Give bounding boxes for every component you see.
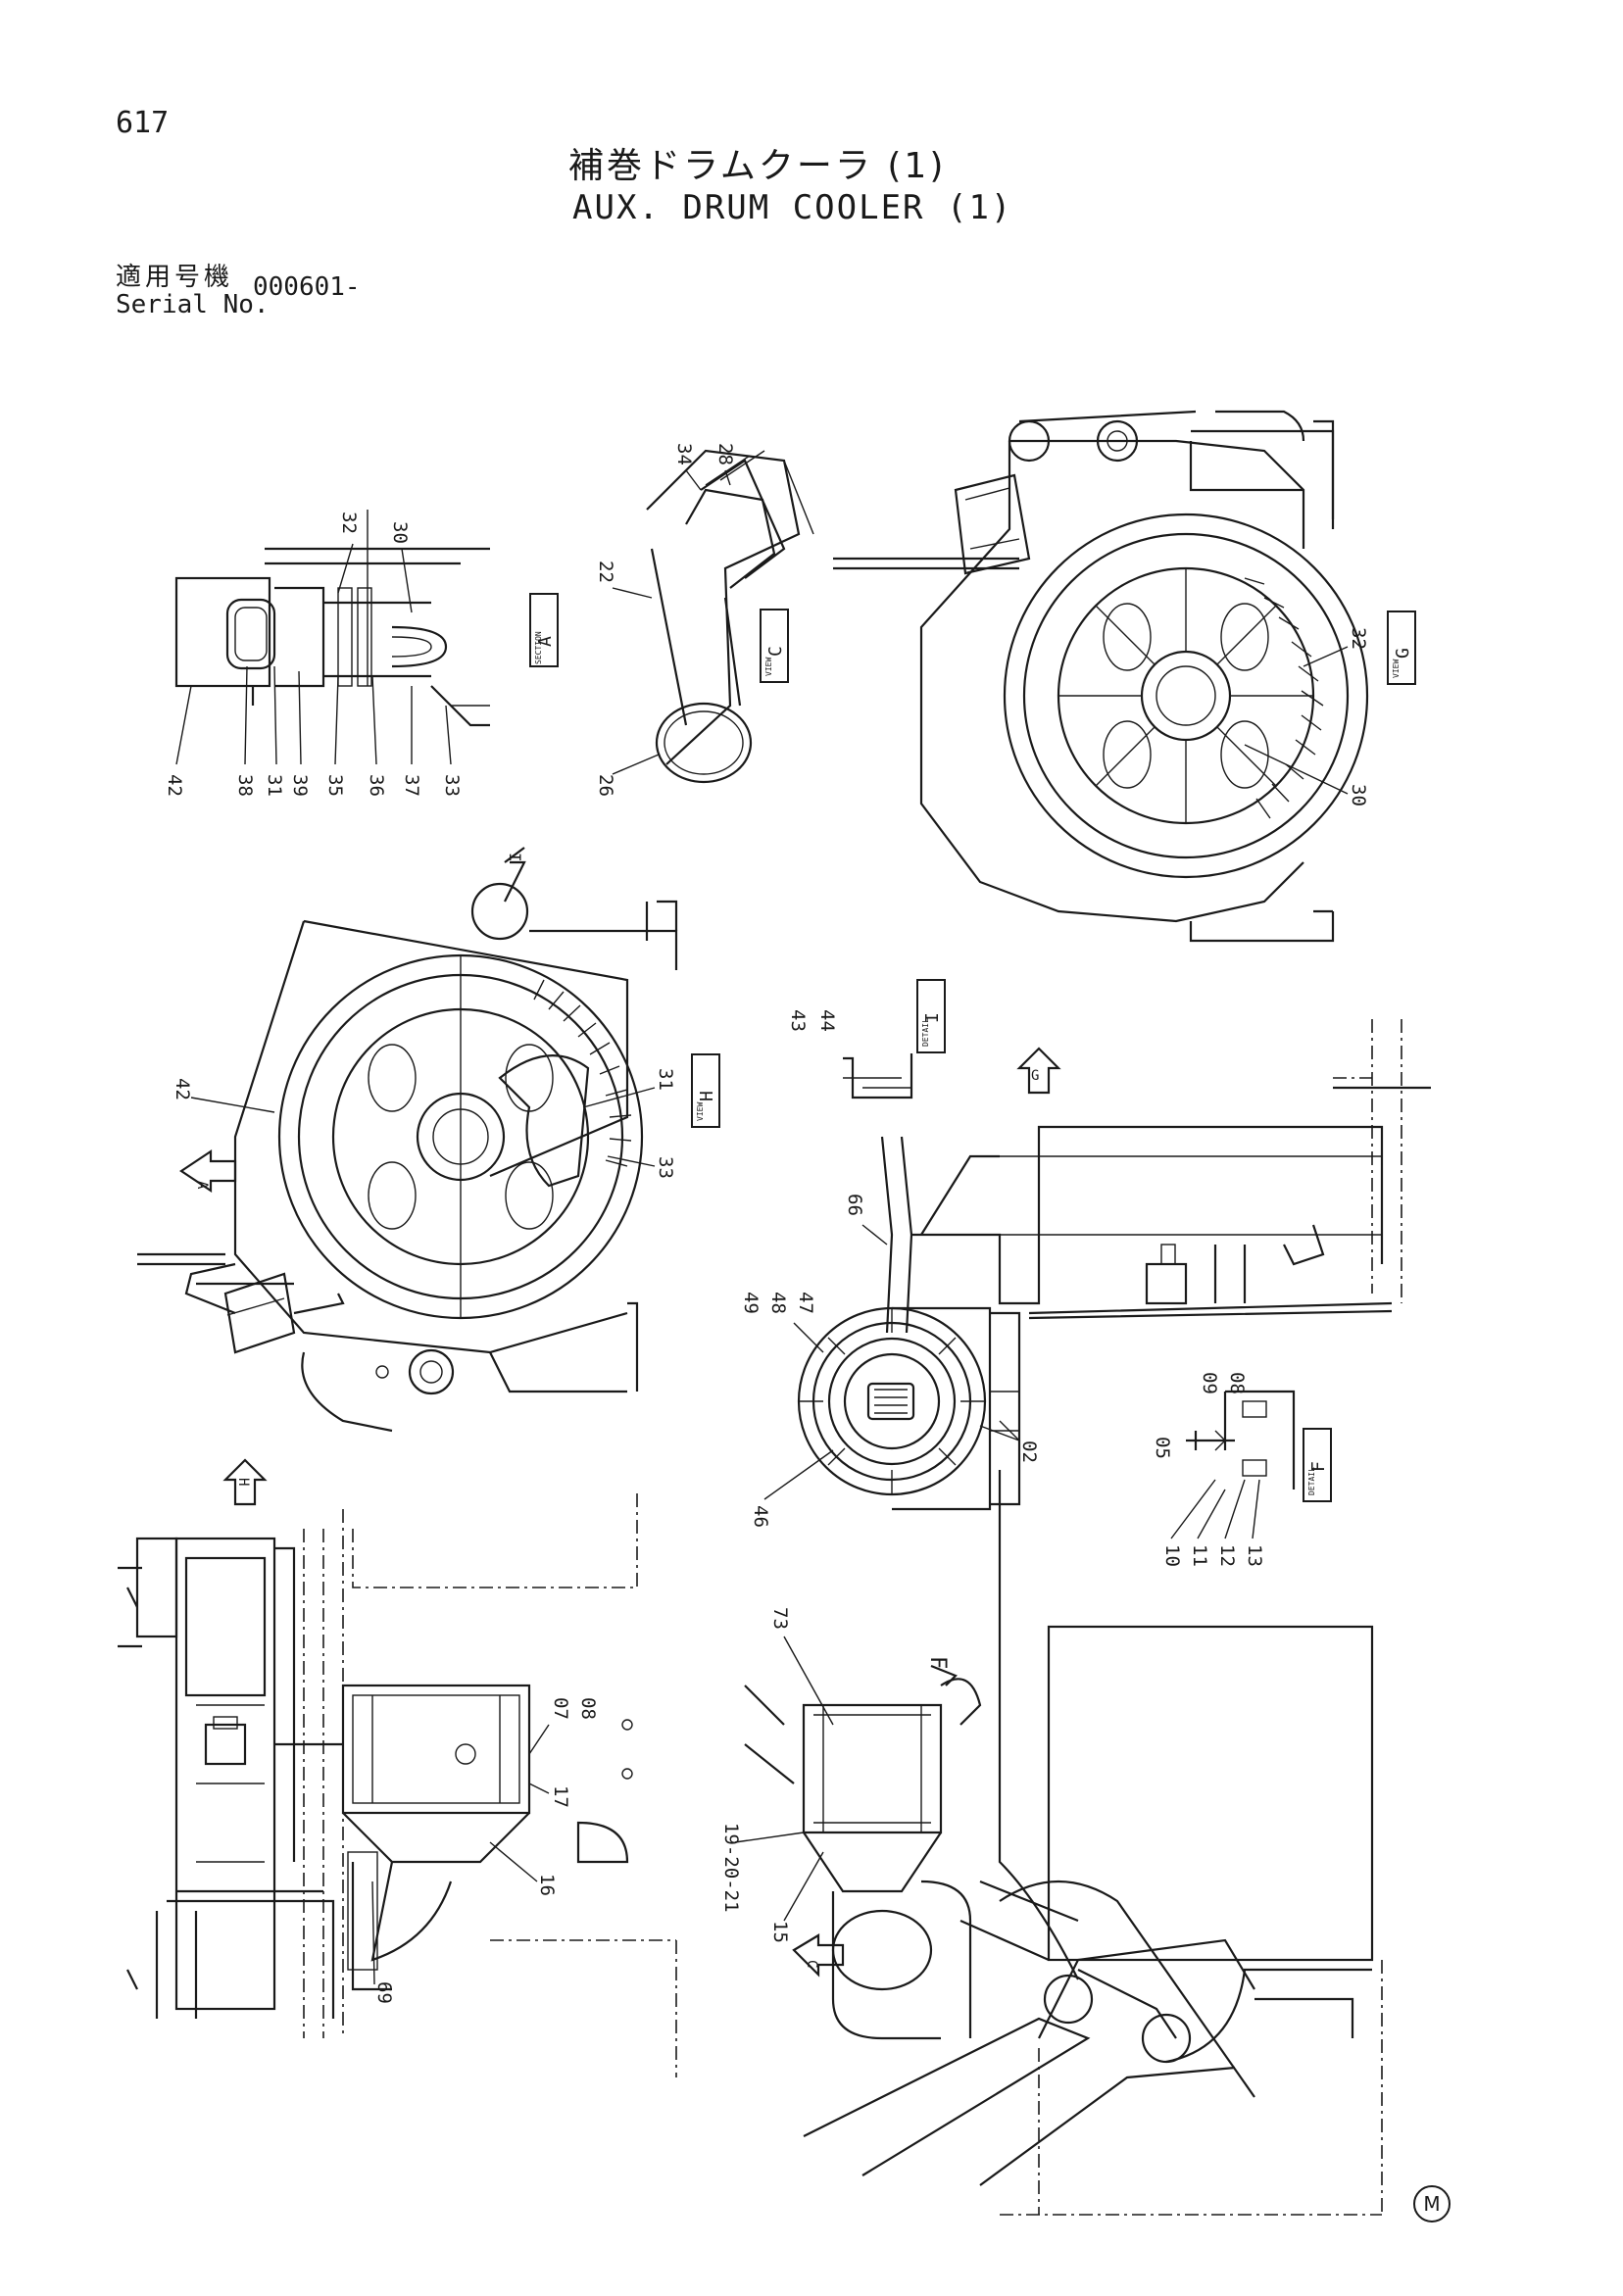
callout-42: 42 xyxy=(172,1078,193,1100)
section-a-callouts: 30 32 42 38 31 39 35 36 37 33 xyxy=(164,512,463,797)
callout-44: 44 xyxy=(816,1009,838,1032)
view-arrow-f: F xyxy=(925,1656,958,1686)
svg-text:C: C xyxy=(804,1960,819,1968)
view-h-label: VIEW xyxy=(696,1102,705,1121)
section-a-letter: A xyxy=(535,636,556,647)
callout-46: 46 xyxy=(750,1505,771,1528)
callout-02: 02 xyxy=(1018,1441,1040,1463)
callout-49: 49 xyxy=(740,1292,762,1314)
callout-13: 13 xyxy=(1244,1544,1265,1567)
callout-31: 31 xyxy=(264,774,285,797)
detail-i-drawing: 43 44 xyxy=(787,1009,913,1099)
view-arrow-a: A xyxy=(179,1148,237,1194)
view-arrow-i: I xyxy=(504,847,525,863)
serial-number-value: 000601- xyxy=(253,272,361,302)
detail-f-drawing xyxy=(1186,1390,1296,1490)
callout-19-20-21: 19-20-21 xyxy=(720,1823,742,1913)
callout-33: 33 xyxy=(655,1156,676,1179)
callout-22: 22 xyxy=(595,561,616,583)
callout-66: 66 xyxy=(844,1194,865,1216)
title-english: AUX. DRUM COOLER (1) xyxy=(572,188,1013,227)
callout-30: 30 xyxy=(1348,784,1369,806)
callout-28: 28 xyxy=(714,443,736,465)
callout-17: 17 xyxy=(550,1785,571,1808)
callout-32: 32 xyxy=(338,512,360,534)
page-number: 617 xyxy=(116,106,170,140)
view-h-letter: H xyxy=(697,1091,717,1101)
callout-07: 07 xyxy=(550,1697,571,1720)
svg-text:G: G xyxy=(1031,1068,1039,1084)
title-japanese: 補巻ドラムクーラ (1) xyxy=(568,146,947,186)
view-g-callouts: 32 30 xyxy=(1244,627,1369,806)
view-arrow-c: C xyxy=(792,1933,845,1978)
callout-30: 30 xyxy=(389,521,411,544)
view-arrow-g: G xyxy=(1016,1047,1061,1095)
bottom-left-assembly xyxy=(118,1490,677,2077)
callout-32: 32 xyxy=(1348,627,1369,650)
callout-69: 69 xyxy=(373,1981,395,2004)
view-h-callouts: 42 31 33 xyxy=(172,1068,676,1179)
detail-f-callouts: 09 08 05 10 11 12 13 xyxy=(1152,1372,1265,1567)
detail-i-label: DETAIL xyxy=(921,1018,930,1047)
middle-right-assembly xyxy=(797,1019,1431,1511)
section-a-tag: A SECTION xyxy=(529,593,559,667)
callout-35: 35 xyxy=(324,774,346,797)
callout-26: 26 xyxy=(595,774,616,797)
callout-31: 31 xyxy=(655,1068,676,1091)
callout-33: 33 xyxy=(441,774,463,797)
detail-i-letter: I xyxy=(922,1012,943,1023)
callout-10: 10 xyxy=(1161,1544,1183,1567)
view-c-tag: C VIEW xyxy=(760,609,789,683)
svg-text:H: H xyxy=(235,1478,251,1486)
svg-text:A: A xyxy=(194,1181,210,1190)
callout-73: 73 xyxy=(769,1607,791,1630)
callout-09: 09 xyxy=(1199,1372,1220,1394)
view-c-label: VIEW xyxy=(764,658,773,676)
view-c-letter: C xyxy=(765,646,786,657)
serial-label-english: Serial No. xyxy=(116,290,270,319)
serial-label-japanese: 適用号機 xyxy=(116,263,234,292)
detail-i-tag: I DETAIL xyxy=(916,979,946,1053)
callout-15: 15 xyxy=(769,1921,791,1943)
view-h-housing xyxy=(137,860,678,1433)
bottom-right-assembly xyxy=(744,1470,1383,2216)
bottom-right-callouts: 73 19-20-21 15 xyxy=(720,1607,834,1943)
view-g-tag: G VIEW xyxy=(1387,611,1416,685)
callout-47: 47 xyxy=(795,1292,816,1314)
section-a-label: SECTION xyxy=(534,631,543,664)
callout-12: 12 xyxy=(1216,1544,1238,1567)
callout-08: 08 xyxy=(577,1697,599,1720)
callout-48: 48 xyxy=(767,1292,789,1314)
view-arrows: A G H C I F xyxy=(179,847,1061,1978)
callout-16: 16 xyxy=(536,1874,558,1896)
view-c-duct xyxy=(646,449,814,784)
view-g-housing xyxy=(833,410,1369,943)
svg-text:F: F xyxy=(925,1656,950,1669)
callout-11: 11 xyxy=(1189,1544,1210,1567)
callout-38: 38 xyxy=(234,774,256,797)
footer-m-mark: M xyxy=(1413,2185,1451,2223)
view-h-tag: H VIEW xyxy=(691,1053,720,1128)
detail-f-label: DETAIL xyxy=(1307,1467,1316,1495)
callout-34: 34 xyxy=(673,443,695,465)
callout-08: 08 xyxy=(1226,1372,1248,1394)
view-arrow-h: H xyxy=(222,1458,268,1506)
callout-37: 37 xyxy=(401,774,422,797)
bottom-left-callouts: 07 08 17 16 69 xyxy=(371,1697,599,2004)
middle-right-callouts: 66 49 48 47 46 02 xyxy=(740,1194,1040,1528)
callout-39: 39 xyxy=(289,774,311,797)
svg-text:I: I xyxy=(506,853,524,862)
view-g-label: VIEW xyxy=(1392,659,1401,678)
view-g-letter: G xyxy=(1393,648,1413,659)
detail-f-letter: F xyxy=(1308,1461,1329,1472)
section-a-drawing xyxy=(174,510,490,727)
callout-05: 05 xyxy=(1152,1437,1173,1459)
detail-f-tag: F DETAIL xyxy=(1303,1428,1332,1502)
callout-43: 43 xyxy=(787,1009,809,1032)
callout-36: 36 xyxy=(366,774,387,797)
callout-42: 42 xyxy=(164,774,185,797)
view-c-callouts: 34 28 22 26 xyxy=(595,443,736,797)
